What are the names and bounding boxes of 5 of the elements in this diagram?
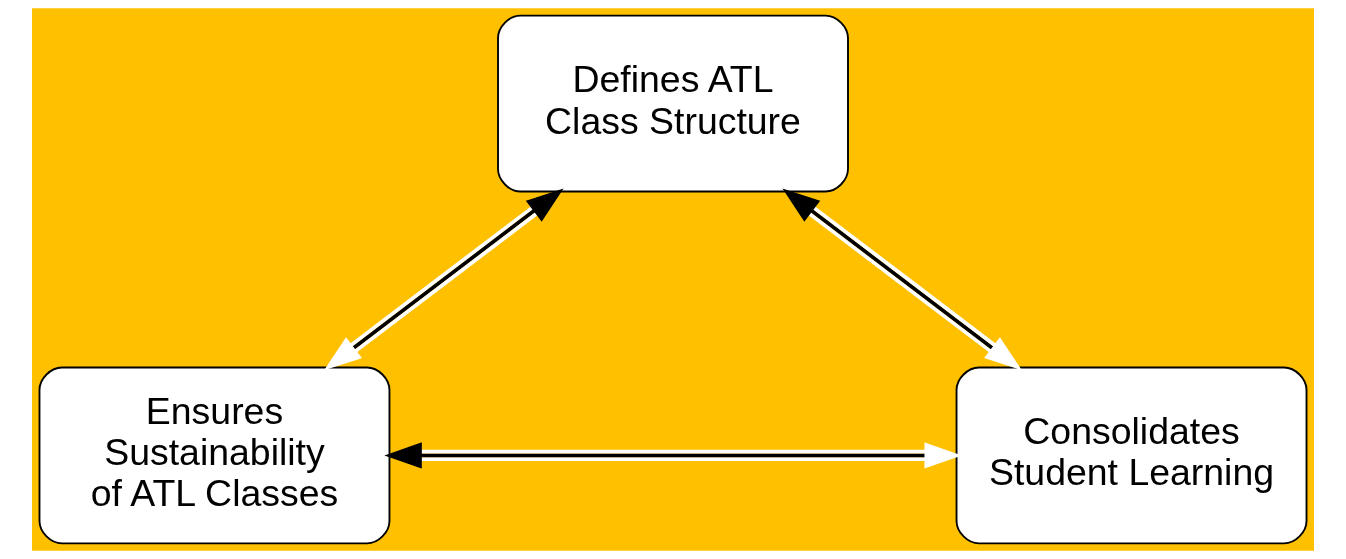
arrow	[782, 188, 1022, 371]
node-box: Consolidates Student Learning	[955, 366, 1308, 545]
node-box: Ensures Sustainability of ATL Classes	[38, 366, 391, 545]
arrow	[324, 188, 564, 371]
node-box: Defines ATL Class Structure	[497, 14, 849, 193]
